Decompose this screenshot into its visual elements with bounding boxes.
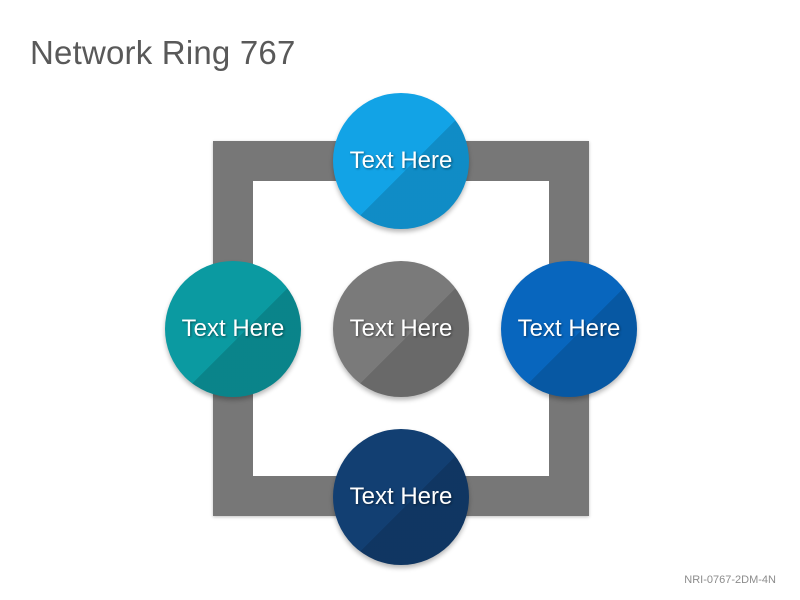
node-bottom-label: Text Here [349, 483, 453, 510]
node-left-label: Text Here [181, 315, 285, 342]
node-right-label: Text Here [517, 315, 621, 342]
node-top: Text Here [333, 93, 469, 229]
node-center-label: Text Here [349, 315, 453, 342]
node-left: Text Here [165, 261, 301, 397]
node-center: Text Here [333, 261, 469, 397]
footer-code: NRI-0767-2DM-4N [684, 574, 776, 586]
page-title: Network Ring 767 [30, 34, 296, 71]
node-right: Text Here [501, 261, 637, 397]
node-top-label: Text Here [349, 147, 453, 174]
node-bottom: Text Here [333, 429, 469, 565]
